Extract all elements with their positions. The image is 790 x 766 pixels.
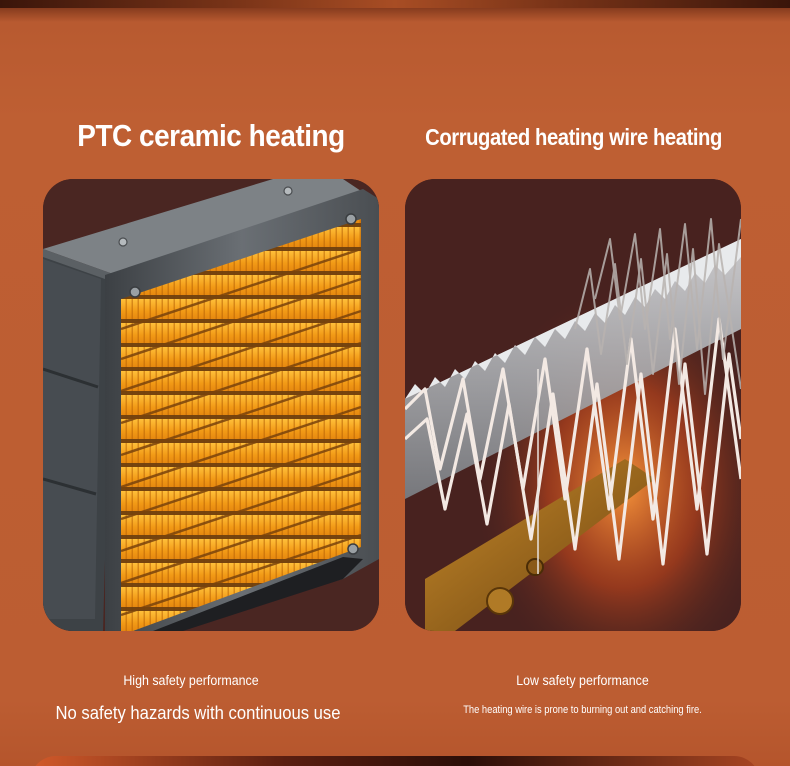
wire-safety-rating: Low safety performance [516,673,649,688]
wire-safety-description: The heating wire is prone to burning out… [463,704,702,716]
ptc-safety-description: No safety hazards with continuous use [55,702,341,723]
ptc-safety-rating: High safety performance [123,673,259,688]
heating-wire-image [405,179,741,631]
top-edge-glow [0,0,790,8]
wire-heating-title: Corrugated heating wire heating [425,124,722,150]
next-section-edge [30,756,760,766]
ptc-heater-image [43,179,379,631]
ptc-heating-title: PTC ceramic heating [77,118,345,153]
